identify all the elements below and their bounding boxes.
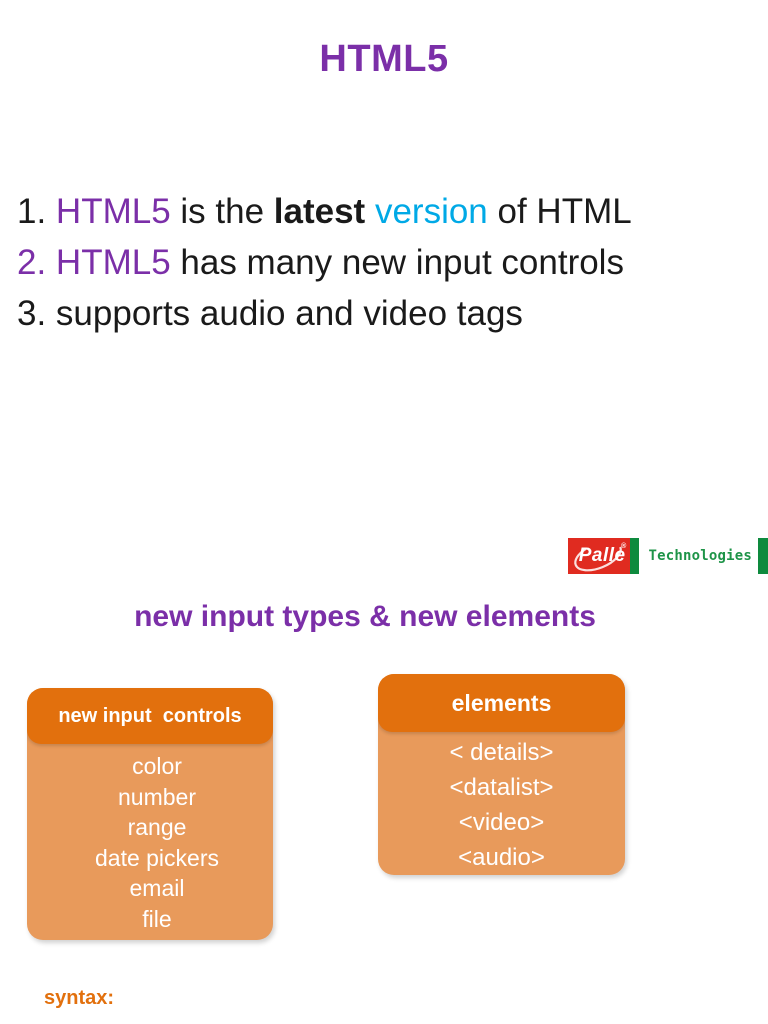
list-item-number: 1. <box>17 192 56 231</box>
registered-trademark-icon: ® <box>621 543 627 550</box>
logo-green-divider <box>630 538 640 574</box>
card-list-item: email <box>129 875 185 901</box>
card-list-item: <audio> <box>458 844 545 871</box>
list-item-text: has many new input controls <box>170 243 624 282</box>
list-item-text: is the <box>170 192 274 231</box>
card-list-item: file <box>142 905 172 932</box>
list-item: 1. HTML5 is the latest version of HTML <box>17 186 747 237</box>
list-item-text: version <box>365 192 488 231</box>
list-item-number: 2. <box>17 243 56 282</box>
card-list-item: date pickers <box>94 844 219 871</box>
card-header-new-input-controls: new input controls <box>27 688 273 744</box>
card-new-input-controls: new input controls color number range date … <box>27 688 273 940</box>
card-list-item: <video> <box>458 809 545 836</box>
list-item-number: 3. <box>17 294 56 333</box>
logo-company-suffix: Technologies <box>648 548 753 564</box>
card-body-new-input-controls: color number range date pickers email file <box>27 744 273 934</box>
card-list-item: < details> <box>449 739 554 766</box>
logo-wordmark: Palle <box>578 545 626 566</box>
card-body-elements: < details> <datalist> <video> <audio> <box>378 732 625 875</box>
logo-red-panel: Palle ® <box>568 538 631 574</box>
section-heading: new input types & new elements <box>134 600 596 633</box>
logo-green-edge-bar <box>758 538 768 574</box>
card-header-elements: elements <box>378 674 625 732</box>
card-list-item: number <box>118 783 196 810</box>
list-item-text: latest <box>273 192 366 231</box>
list-item-text: HTML5 <box>55 192 171 231</box>
card-elements: elements < details> <datalist> <video> <aud… <box>378 674 625 875</box>
list-item: 2. HTML5 has many new input controls <box>17 237 747 288</box>
list-item-text: HTML5 <box>55 243 171 282</box>
card-list-item: <datalist> <box>449 774 554 801</box>
syntax-label: syntax: <box>44 987 115 1009</box>
page-title: HTML5 <box>319 38 449 80</box>
list-item: 3. supports audio and video tags <box>17 288 747 339</box>
list-item-text: of HTML <box>487 192 632 231</box>
card-list-item: range <box>127 814 187 840</box>
card-list-item: color <box>132 753 182 779</box>
bullet-list: 1. HTML5 is the latest version of HTML 2… <box>17 186 747 339</box>
list-item-text: supports audio and video tags <box>55 294 523 333</box>
palle-technologies-logo: Palle ® Technologies <box>568 538 768 574</box>
